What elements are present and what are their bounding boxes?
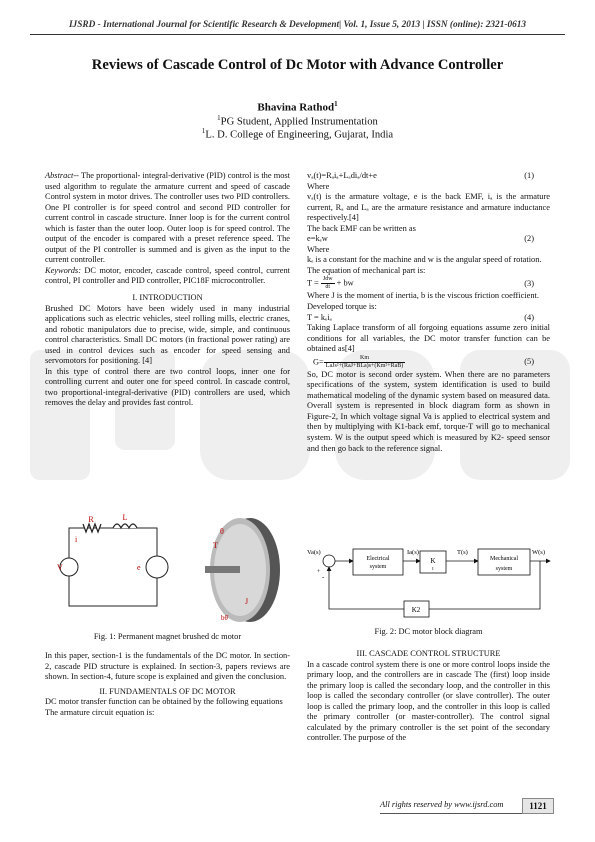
fig1-l-label: L xyxy=(123,513,128,522)
fig1-r-label: R xyxy=(88,515,94,524)
equation-1: vₐ(t)=Rₐiₐ+Lₐdiₐ/dt+e(1) xyxy=(307,171,534,180)
fundamentals-paragraph-1: DC motor transfer function can be obtain… xyxy=(45,697,283,707)
paper-title: Reviews of Cascade Control of Dc Motor w… xyxy=(91,57,504,73)
mechanical-text: The equation of mechanical part is: xyxy=(307,265,426,275)
equation-4: T = kₑiₐ(4) xyxy=(307,312,534,322)
where-1-text: vₐ(t) is the armature voltage, e is the … xyxy=(307,192,550,223)
fig2-electrical-label-2: system xyxy=(370,564,387,570)
back-emf-text: The back EMF can be written as xyxy=(307,223,416,233)
fig1-tau-label: T xyxy=(213,541,218,550)
where-2: Where xyxy=(307,244,330,254)
fig2-minus-sign: - xyxy=(322,573,325,581)
intro-paragraph-1: Brushed DC Motors have been widely used … xyxy=(45,303,290,366)
fig2-mechanical-label-2: system xyxy=(496,566,513,572)
fig1-e-label: e xyxy=(137,563,141,572)
fig2-k2-label: K2 xyxy=(412,606,421,614)
left-column-lower: In this paper, section-1 is the fundamen… xyxy=(45,651,290,718)
fig2-input-label: Va(s) xyxy=(307,549,321,556)
header-rule xyxy=(30,34,565,35)
fig1-theta-label: θ xyxy=(220,527,224,536)
fig1-caption: Fig. 1: Permanent magnet brushed dc moto… xyxy=(93,632,242,641)
fig2-k-sub: t xyxy=(432,567,434,572)
fig2-ws-label: W(s) xyxy=(532,549,545,556)
laplace-text: Taking Laplace transform of all forgoing… xyxy=(307,323,550,354)
journal-header: IJSRD - International Journal for Scient… xyxy=(68,20,527,30)
fig2-caption: Fig. 2: DC motor block diagram xyxy=(374,627,483,636)
intro-paragraph-2: In this type of control there are two co… xyxy=(45,366,290,408)
mechanical-where: Where J is the moment of inertia, b is t… xyxy=(307,291,539,301)
where-1: Where xyxy=(307,181,330,191)
equation-2: e=kₑw(2) xyxy=(307,234,534,244)
footer-rights: All rights reserved by www.ijsrd.com xyxy=(380,800,504,809)
author-name: Bhavina Rathod1 xyxy=(257,100,338,114)
affiliation-1: 1PG Student, Applied Instrumentation xyxy=(217,114,378,128)
fig2-ia-label: Ia(s) xyxy=(407,549,419,556)
fig2-block-diagram: Va(s) + - Electrical system Ia(s) K t T(… xyxy=(307,548,551,618)
fig2-k-label: K xyxy=(430,557,435,565)
cascade-heading: III. CASCADE CONTROL STRUCTURE xyxy=(356,649,501,658)
page-number: 1121 xyxy=(522,798,554,814)
right-column: vₐ(t)=Rₐiₐ+Lₐdiₐ/dt+e(1) Where vₐ(t) is … xyxy=(307,171,550,454)
left-column: Abstract-- The proportional- integral-de… xyxy=(45,171,290,409)
fig1-v-label: V xyxy=(57,563,63,572)
right-column-lower: III. CASCADE CONTROL STRUCTURE In a casc… xyxy=(307,649,550,744)
intro-paragraph-3: In this paper, section-1 is the fundamen… xyxy=(45,651,290,682)
footer-rule xyxy=(380,813,530,814)
fig1-j-label: J xyxy=(245,597,248,606)
fig1-i-label: i xyxy=(75,535,78,544)
affiliation-2: 1L. D. College of Engineering, Gujarat, … xyxy=(201,127,394,141)
journal-watermark xyxy=(30,350,570,480)
cascade-paragraph: In a cascade control system there is one… xyxy=(307,659,550,743)
abstract: Abstract-- The proportional- integral-de… xyxy=(45,171,290,265)
fig1-motor-diagram: R L i V e J θ bθ̇ T xyxy=(57,513,280,622)
fundamentals-paragraph-2: The armature circuit equation is: xyxy=(45,707,155,717)
keywords: Keywords: DC motor, encoder, cascade con… xyxy=(45,265,290,286)
fig2-mechanical-label-1: Mechanical xyxy=(490,556,518,562)
intro-heading: I. INTRODUCTION xyxy=(132,293,203,303)
fundamentals-heading: II. FUNDAMENTALS OF DC MOTOR xyxy=(99,686,236,696)
fig1-b-label: bθ̇ xyxy=(221,614,229,622)
system-paragraph: So, DC motor is second order system. Whe… xyxy=(307,369,550,453)
fig2-ts-label: T(s) xyxy=(457,549,468,556)
torque-text: Developed torque is: xyxy=(307,302,377,312)
fig2-plus-sign: + xyxy=(317,568,321,575)
where-2-text: kₑ is a constant for the machine and w i… xyxy=(307,255,542,265)
fig2-electrical-label-1: Electrical xyxy=(367,556,390,562)
